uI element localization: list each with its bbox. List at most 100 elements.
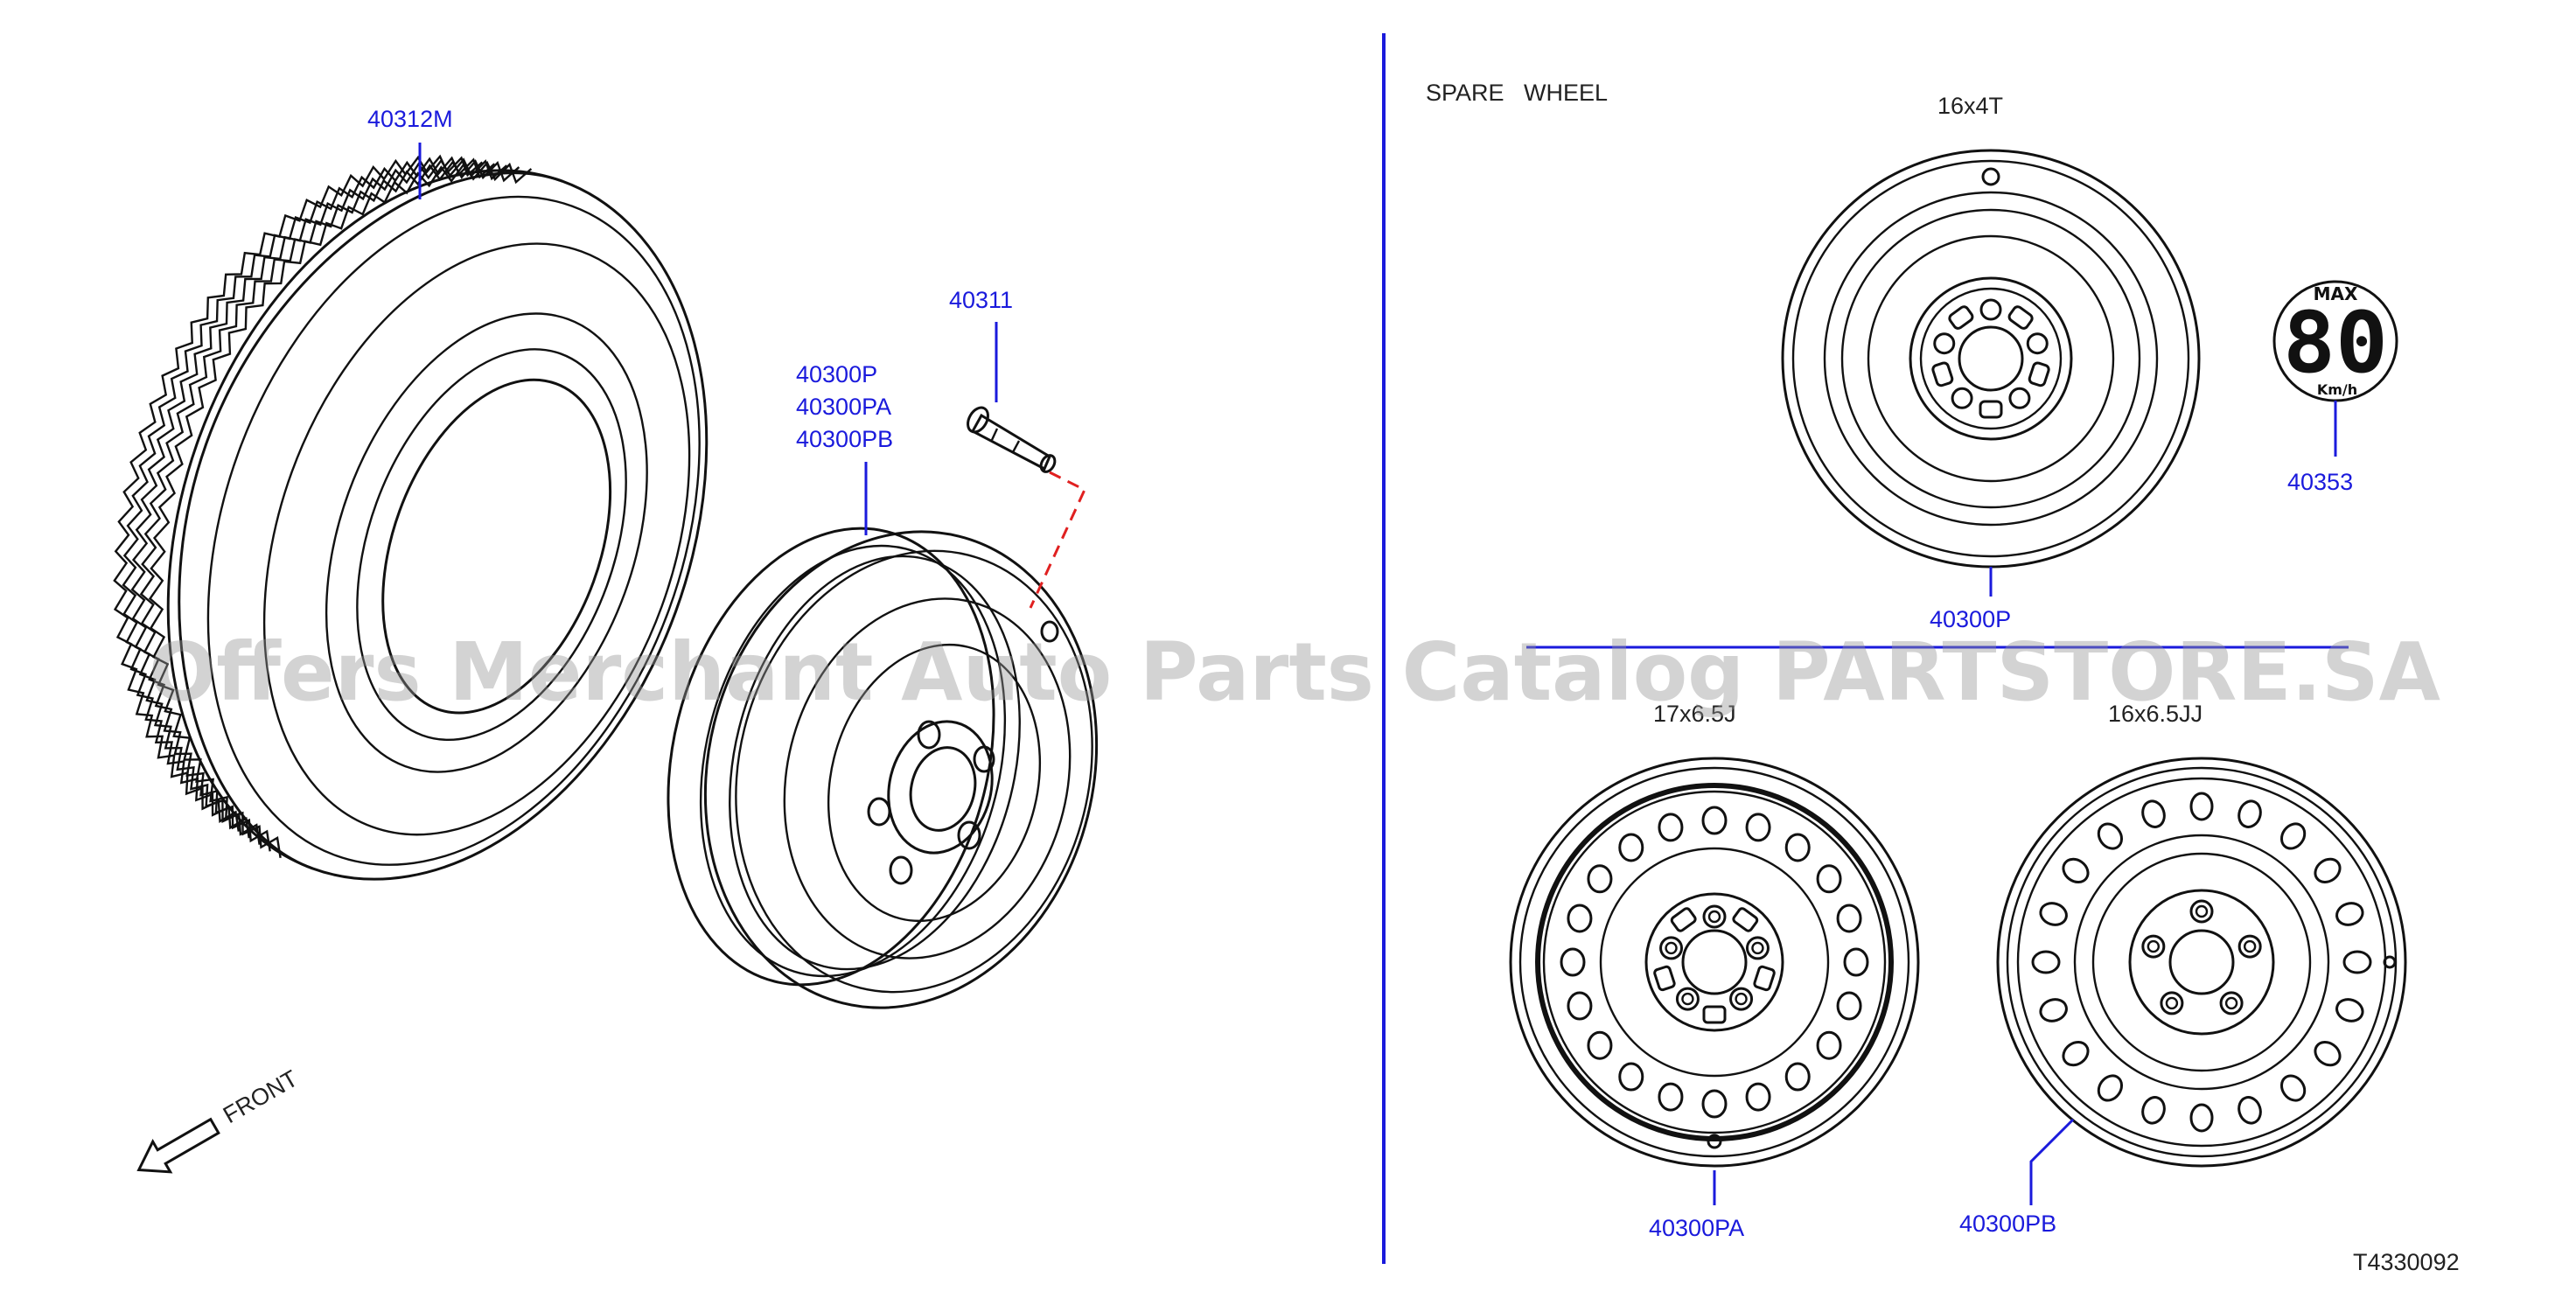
vent-hole	[1745, 813, 1771, 842]
tread-zigzag	[139, 159, 520, 852]
leader-steel-b	[2029, 1118, 2075, 1205]
lug-hole	[2008, 387, 2031, 409]
vent-hole	[1658, 1082, 1684, 1112]
vent-hole	[2335, 998, 2364, 1022]
wheel-illustration[interactable]	[622, 490, 1146, 1050]
vent-slot	[1653, 965, 1676, 992]
vent-hole	[2039, 902, 2068, 926]
tread-zigzag	[113, 154, 484, 832]
spare-wheel-illustration[interactable]	[1781, 149, 2201, 569]
tread-zigzag	[122, 156, 496, 839]
callout-40311[interactable]: 40311	[949, 287, 1013, 313]
vent-hole	[2279, 1074, 2307, 1102]
lug-hole-inner	[2147, 939, 2161, 953]
lug-hole-inner	[1665, 941, 1678, 955]
vent-hole	[2335, 902, 2364, 926]
lug-hole	[2237, 934, 2262, 959]
callout-40300pb[interactable]: 40300PB	[796, 426, 893, 452]
lug-hole-inner	[1707, 910, 1721, 924]
vent-hole	[1816, 864, 1842, 894]
vent-hole	[2031, 950, 2061, 974]
lug-hole-inner	[1735, 992, 1748, 1006]
lug-hole	[2026, 332, 2049, 355]
vent-hole	[2314, 1041, 2342, 1067]
valve-illustration[interactable]	[964, 404, 1086, 609]
vent-slot	[1670, 907, 1697, 932]
lug-hole	[2219, 991, 2244, 1015]
callout-steel-a-40300pa[interactable]: 40300PA	[1649, 1215, 1744, 1241]
valve-dash-line	[1029, 471, 1086, 609]
steel-wheel-a-illustration[interactable]	[1509, 757, 1920, 1168]
vent-hole	[1816, 1030, 1842, 1060]
vent-hole	[1618, 1062, 1644, 1092]
lug-hole	[1979, 298, 2002, 321]
lug-hole	[1745, 936, 1770, 960]
lug-hole-inner	[2165, 996, 2179, 1010]
vent-hole	[1567, 904, 1593, 933]
callout-steel-b-40300pb[interactable]: 40300PB	[1959, 1211, 2056, 1237]
spare-wheel-size: 16x4T	[1937, 93, 2003, 119]
vent-hole	[2342, 950, 2372, 974]
tire-illustration[interactable]	[19, 73, 801, 956]
vent-hole	[2062, 857, 2090, 884]
speed-label-max: MAX	[2314, 283, 2358, 304]
vent-hole	[2279, 822, 2307, 850]
vent-hole	[1587, 864, 1613, 894]
vent-hole	[1745, 1082, 1771, 1112]
speed-label-unit: Km/h	[2317, 381, 2357, 398]
steel-a-size: 17x6.5J	[1653, 701, 1736, 727]
vent-slot	[1979, 400, 2003, 419]
steel-wheel-b-illustration[interactable]	[1996, 757, 2407, 1168]
vent-slot	[1702, 1005, 1727, 1024]
lug-hole	[1675, 987, 1700, 1011]
vent-hole	[2189, 792, 2214, 821]
watermark: Offers Merchant Auto Parts Catalog PARTS…	[149, 625, 2440, 719]
lug-hole-inner	[2243, 939, 2257, 953]
tread-pattern	[113, 154, 533, 859]
vent-hole	[2039, 998, 2068, 1022]
vent-hole	[1784, 833, 1811, 862]
callout-40312m[interactable]: 40312M	[367, 106, 453, 132]
vent-hole	[1560, 947, 1586, 977]
lug-hole	[2189, 899, 2214, 924]
spare-wheel-heading: SPARE WHEEL	[1426, 80, 1608, 106]
vent-hole	[1587, 1030, 1613, 1060]
speed-limit-label[interactable]: MAX 80 Km/h	[2272, 280, 2398, 402]
vent-hole	[1701, 806, 1728, 835]
vent-hole	[2097, 1074, 2124, 1102]
lug-hole	[2160, 991, 2184, 1015]
steel-b-size: 16x6.5JJ	[2108, 701, 2203, 727]
speed-label-value: 80	[2283, 294, 2388, 392]
vent-hole	[1836, 991, 1862, 1021]
front-arrow	[136, 1117, 220, 1174]
vent-slot	[1931, 361, 1954, 387]
vent-slot	[1948, 305, 1974, 330]
vent-hole	[1843, 947, 1869, 977]
lug-hole	[1729, 987, 1754, 1011]
vent-hole	[1836, 904, 1862, 933]
callout-40300p[interactable]: 40300P	[796, 361, 877, 387]
lug-hole	[1933, 332, 1956, 355]
tread-zigzag	[130, 157, 508, 845]
lug-hole	[1659, 936, 1684, 960]
callout-40353[interactable]: 40353	[2287, 469, 2353, 495]
vent-hole	[2141, 1096, 2166, 1125]
vent-hole	[2189, 1103, 2214, 1133]
lug-hole-inner	[1751, 941, 1764, 955]
vent-hole	[2237, 799, 2262, 828]
vent-hole	[1618, 833, 1644, 862]
lug-hole	[1951, 387, 1973, 409]
diagram-code: T4330092	[2353, 1249, 2460, 1275]
callout-40300pa[interactable]: 40300PA	[796, 394, 891, 420]
lug-hole	[1702, 904, 1727, 929]
vent-hole	[2314, 857, 2342, 883]
vent-slot	[2028, 361, 2050, 387]
vent-hole	[1701, 1089, 1728, 1119]
vent-hole	[2062, 1040, 2090, 1067]
vent-hole	[2141, 799, 2166, 828]
vent-hole	[1784, 1062, 1811, 1092]
vent-slot	[2007, 305, 2034, 330]
front-label: FRONT	[219, 1065, 303, 1128]
callout-spare-40300p[interactable]: 40300P	[1930, 606, 2011, 632]
tread-zigzag	[148, 160, 533, 859]
